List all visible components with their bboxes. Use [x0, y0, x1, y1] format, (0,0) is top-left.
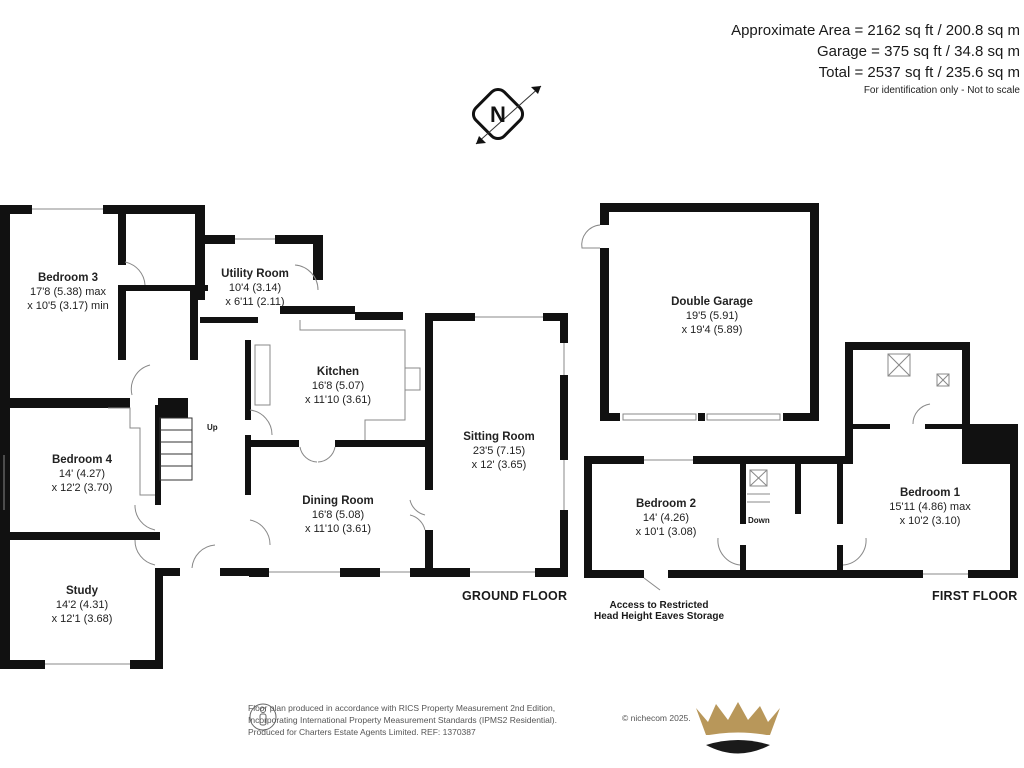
approximate-area: Approximate Area = 2162 sq ft / 200.8 sq… [731, 22, 1020, 39]
person-icon [249, 703, 277, 731]
crown-logo-icon [696, 702, 780, 754]
footer-copyright: © nichecom 2025. [622, 713, 691, 723]
room-bedroom-1: Bedroom 1 15'11 (4.86) max x 10'2 (3.10) [889, 486, 970, 528]
area-summary: Approximate Area = 2162 sq ft / 200.8 sq… [731, 20, 1020, 96]
room-double-garage: Double Garage 19'5 (5.91) x 19'4 (5.89) [671, 295, 753, 337]
eaves-note-line: Access to Restricted [609, 600, 709, 611]
first-floor-title: FIRST FLOOR [932, 589, 1018, 603]
room-dim: 17'8 (5.38) max [29, 286, 107, 298]
room-name: Kitchen [316, 366, 360, 378]
room-dim: 14' (4.26) [642, 512, 690, 524]
room-utility: Utility Room 10'4 (3.14) x 6'11 (2.11) [221, 267, 289, 309]
footer-line: Produced for Charters Estate Agents Limi… [248, 727, 476, 737]
north-compass-icon: N [471, 85, 542, 145]
scale-note: For identification only - Not to scale [863, 85, 1020, 96]
room-dim: 14'2 (4.31) [55, 599, 109, 611]
room-name: Bedroom 3 [37, 272, 99, 284]
room-dim: x 10'5 (3.17) min [27, 300, 109, 312]
room-dim: 15'11 (4.86) max [889, 501, 971, 513]
footer-line: Floor plan produced in accordance with R… [248, 703, 556, 713]
room-dining: Dining Room 16'8 (5.08) x 11'10 (3.61) [302, 494, 374, 536]
room-bedroom-3: Bedroom 3 17'8 (5.38) max x 10'5 (3.17) … [27, 271, 109, 313]
room-name: Dining Room [302, 495, 374, 507]
room-dim: x 11'10 (3.61) [304, 523, 372, 535]
ground-floor-walls [0, 205, 568, 669]
room-kitchen: Kitchen 16'8 (5.07) x 11'10 (3.61) [305, 365, 371, 407]
room-dim: x 12' (3.65) [471, 459, 527, 471]
room-dim: 23'5 (7.15) [472, 445, 526, 457]
room-dim: 16'8 (5.07) [311, 380, 365, 392]
room-name: Sitting Room [463, 431, 535, 443]
room-dim: x 12'1 (3.68) [51, 613, 113, 625]
garage-walls [600, 203, 819, 421]
room-name: Bedroom 2 [635, 498, 697, 510]
room-dim: x 11'10 (3.61) [304, 394, 372, 406]
room-name: Study [66, 585, 98, 597]
fixtures [3, 208, 565, 665]
room-name: Utility Room [221, 268, 289, 280]
room-dim: x 10'1 (3.08) [635, 526, 697, 538]
footer-line: Incorporating International Property Mea… [248, 715, 557, 725]
eaves-storage-note: Access to Restricted Head Height Eaves S… [594, 600, 724, 622]
room-dim: 16'8 (5.08) [311, 509, 365, 521]
room-name: Bedroom 4 [51, 454, 113, 466]
stairs-down-label: Down [748, 516, 770, 525]
room-sitting: Sitting Room 23'5 (7.15) x 12' (3.65) [463, 430, 535, 472]
svg-text:N: N [490, 102, 506, 127]
room-dim: 19'5 (5.91) [685, 310, 739, 322]
stairs-up-icon [159, 417, 193, 481]
room-dim: 10'4 (3.14) [228, 282, 282, 294]
room-dim: 14' (4.27) [58, 468, 106, 480]
ground-floor-title: GROUND FLOOR [462, 589, 568, 603]
footer-disclaimer: Floor plan produced in accordance with R… [248, 702, 557, 738]
room-dim: x 10'2 (3.10) [899, 515, 961, 527]
total-area: Total = 2537 sq ft / 235.6 sq m [818, 64, 1020, 81]
room-name: Bedroom 1 [899, 487, 961, 499]
room-dim: x 6'11 (2.11) [225, 296, 285, 308]
stairs-up-label: Up [207, 423, 218, 432]
eaves-note-line: Head Height Eaves Storage [593, 611, 725, 622]
first-floor-walls [584, 342, 1018, 578]
room-dim: x 19'4 (5.89) [681, 324, 743, 336]
room-name: Double Garage [671, 296, 753, 308]
room-dim: x 12'2 (3.70) [51, 482, 113, 494]
room-bedroom-4: Bedroom 4 14' (4.27) x 12'2 (3.70) [52, 453, 113, 495]
room-study: Study 14'2 (4.31) x 12'1 (3.68) [52, 584, 113, 626]
garage-area: Garage = 375 sq ft / 34.8 sq m [816, 43, 1020, 60]
room-bedroom-2: Bedroom 2 14' (4.26) x 10'1 (3.08) [636, 497, 697, 539]
